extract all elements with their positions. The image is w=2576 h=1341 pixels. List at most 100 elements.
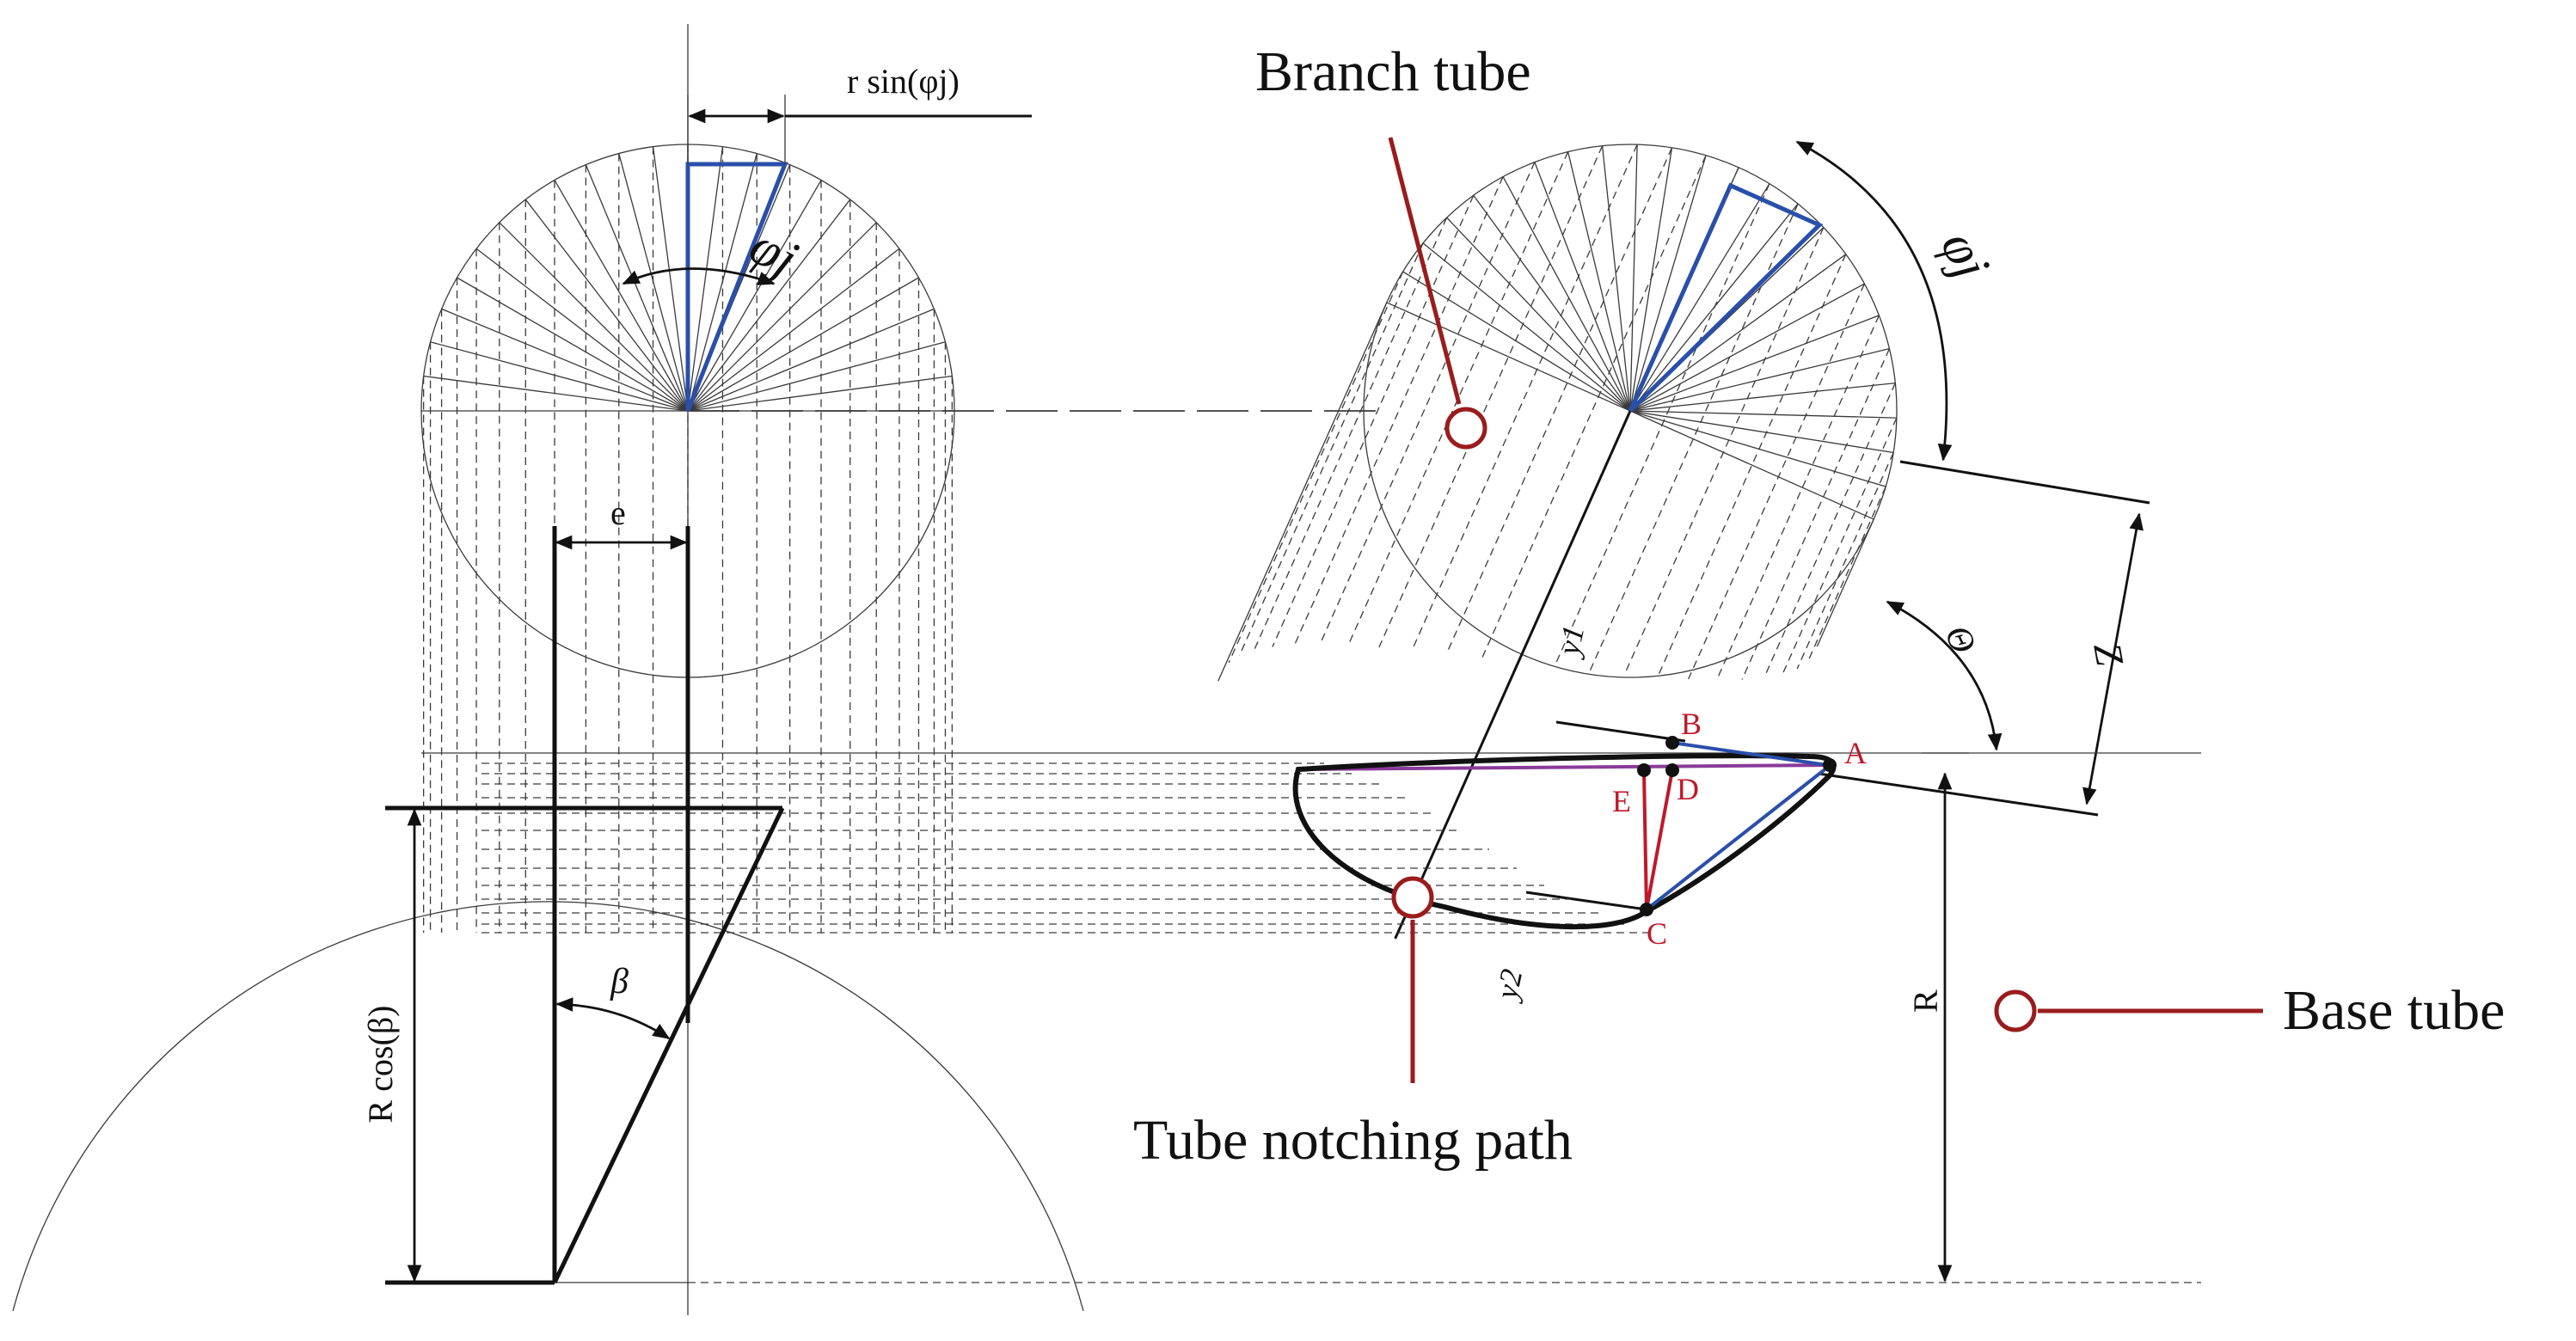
notching-path-label: Tube notching path: [1133, 1109, 1573, 1172]
right-generator-dash: [1796, 452, 1894, 670]
left-ray: [687, 375, 953, 412]
y-axis-line: [1394, 410, 1632, 940]
y2-label: y2: [1488, 966, 1529, 1004]
branch-tube-marker[interactable]: [1444, 407, 1487, 450]
left-phi-arc-arrow[interactable]: [622, 267, 776, 285]
left-blue-triangle: [685, 162, 788, 412]
right-branch-view: Z φj Θ y1 y2: [1217, 140, 2150, 1004]
tube-notching-curve: [1292, 753, 1837, 930]
left-ray: [687, 308, 935, 412]
right-ray: [1601, 145, 1631, 412]
right-phi-arc-arrow[interactable]: [1795, 140, 1953, 462]
right-ray: [1534, 162, 1631, 412]
left-ray: [687, 222, 877, 412]
right-blue-triangle: [1628, 182, 1824, 413]
right-generator-dash: [1554, 183, 1770, 667]
theta-label: Θ: [1936, 620, 1984, 660]
z-extension-bottom: [1818, 772, 2099, 817]
base-tube-marker[interactable]: [1994, 989, 2037, 1032]
point-e: [1637, 763, 1651, 777]
left-ray: [652, 146, 689, 412]
y1-label: y1: [1550, 622, 1591, 660]
label-c: C: [1647, 916, 1667, 951]
red-ec-line: [1642, 771, 1648, 910]
right-ray: [1629, 410, 1886, 487]
red-dc-line: [1645, 769, 1674, 910]
left-ray: [524, 199, 689, 412]
b-tick: [1555, 720, 1686, 743]
notching-path-marker[interactable]: [1391, 876, 1434, 919]
base-tube-label: Base tube: [2283, 979, 2505, 1042]
beta-hypotenuse: [552, 806, 785, 1284]
right-generator-dash: [1411, 144, 1638, 651]
left-ray: [687, 180, 822, 412]
rotated-branch-group: [1217, 144, 1898, 940]
left-ray: [423, 375, 689, 412]
left-ray: [687, 341, 946, 412]
right-generator-dash: [1688, 283, 1866, 680]
right-generator-dash: [1589, 203, 1799, 671]
right-generator-dash: [1228, 271, 1404, 664]
right-generator-dash: [1293, 176, 1504, 646]
r-sin-label: r sin(φj): [847, 62, 960, 101]
right-ray: [1629, 183, 1770, 412]
e-label: e: [610, 493, 626, 532]
left-ray: [687, 199, 851, 412]
right-generator-dash: [1481, 155, 1707, 658]
right-generator-dash: [1253, 217, 1448, 651]
left-ray: [554, 180, 689, 412]
rcos-label: R cos(β): [361, 1006, 400, 1124]
left-ray: [441, 308, 689, 412]
z-extension-top: [1899, 460, 2150, 505]
right-ray: [1567, 151, 1631, 412]
branch-tube-leader: [1388, 137, 1462, 405]
blue-ac-line: [1645, 766, 1829, 911]
right-ray: [1629, 315, 1880, 412]
purple-chord-line: [1297, 763, 1834, 771]
label-d: D: [1677, 772, 1699, 806]
label-a: A: [1844, 736, 1867, 770]
right-generator-dash: [1782, 417, 1898, 675]
base-tube-view: e R cos(β) β R: [12, 493, 2201, 1312]
right-generator-dash: [1238, 242, 1424, 657]
point-a: [1823, 758, 1837, 772]
label-b: B: [1681, 707, 1702, 741]
left-ray: [499, 222, 689, 412]
point-b: [1665, 736, 1679, 750]
point-c: [1640, 903, 1653, 916]
theta-arc-arrow[interactable]: [1886, 600, 2003, 751]
left-ray: [430, 341, 689, 412]
z-dimension-arrow[interactable]: [2082, 512, 2144, 805]
callouts: Branch tube Base tube Tube notching path: [1133, 40, 2505, 1172]
right-ray: [1629, 155, 1707, 412]
right-tube-right-edge: [1816, 518, 1874, 647]
notching-path-group: A B C D E: [1292, 707, 1867, 951]
beta-label: β: [610, 962, 629, 1001]
beta-arc-arrow[interactable]: [555, 997, 671, 1040]
right-generator-dash: [1657, 254, 1847, 677]
right-phi-label: φj: [1929, 223, 2001, 287]
z-label: Z: [2085, 640, 2132, 669]
right-generator-dash: [1445, 147, 1673, 654]
r-label: R: [1906, 989, 1945, 1013]
right-generator-dash: [1272, 194, 1475, 647]
right-ray: [1629, 283, 1865, 412]
right-generator-dash: [1741, 348, 1891, 680]
label-e: E: [1612, 784, 1631, 818]
branch-tube-label: Branch tube: [1255, 40, 1531, 103]
right-generator-dash: [1623, 227, 1825, 675]
right-generator-dash: [1806, 486, 1886, 662]
left-ray: [585, 164, 689, 412]
right-generator-dash: [1319, 162, 1536, 645]
right-ray: [1446, 217, 1631, 412]
left-ray: [457, 277, 689, 412]
base-tube-circle: [12, 901, 1084, 1312]
horizontal-projection-lines: [481, 762, 1654, 934]
blue-ab-line: [1671, 741, 1828, 767]
right-ray: [1473, 194, 1631, 412]
c-tick: [1525, 891, 1647, 911]
right-ray: [1629, 144, 1638, 412]
right-tube-left-edge: [1217, 302, 1388, 682]
left-phi-label: φj: [740, 217, 807, 289]
